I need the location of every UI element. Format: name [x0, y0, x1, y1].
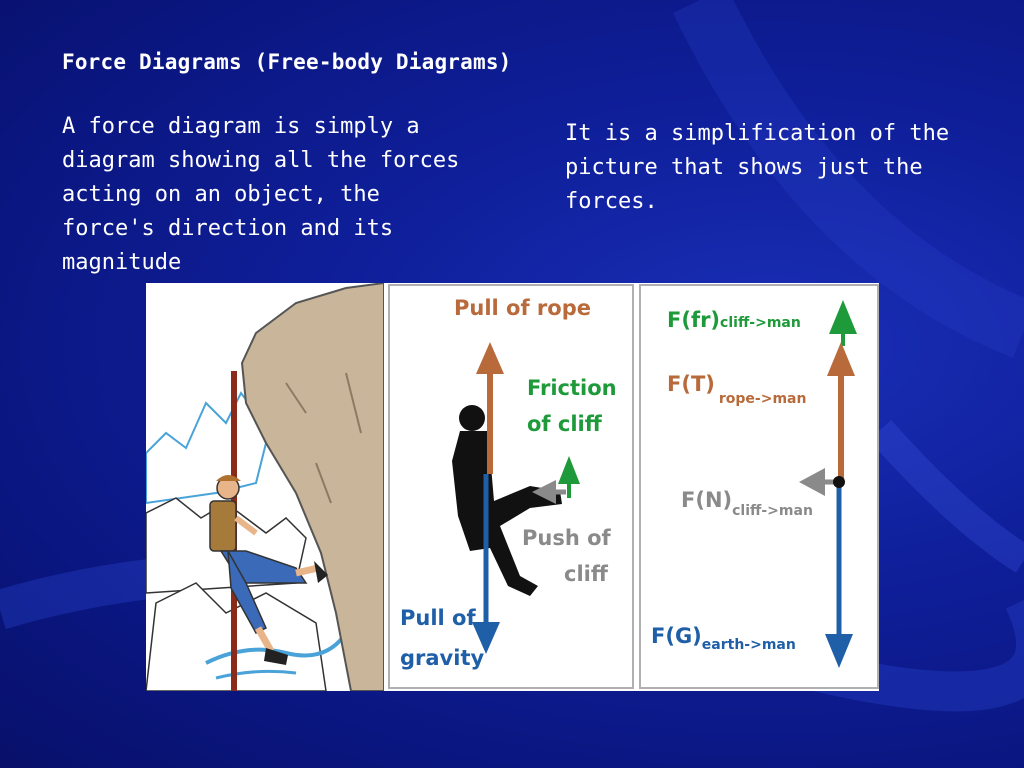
fbd-friction-label: F(fr)cliff->man: [667, 308, 801, 332]
free-body-art: [799, 300, 857, 668]
slide-title: Force Diagrams (Free-body Diagrams): [62, 50, 512, 74]
labeled-forces-panel: Pull of rope Friction of cliff Push of c…: [388, 284, 634, 689]
labeled-forces-art: [452, 342, 580, 654]
gravity-label-line2: gravity: [400, 646, 485, 670]
simplification-paragraph: It is a simplification of the picture th…: [565, 121, 950, 214]
friction-label-line1: Friction: [527, 376, 617, 400]
definition-paragraph: A force diagram is simply a diagram show…: [62, 114, 460, 275]
friction-arrow-head: [558, 456, 580, 484]
push-label-line2: cliff: [564, 562, 608, 586]
fbd-friction-head: [829, 300, 857, 334]
fbd-body-point: [833, 476, 845, 488]
fbd-gravity-label: F(G)earth->man: [651, 624, 796, 653]
climber-illustration: [145, 281, 385, 692]
friction-label-line2: of cliff: [527, 412, 602, 436]
push-label-line1: Push of: [522, 526, 611, 550]
fbd-tension-head: [827, 342, 855, 376]
push-arrow-head: [532, 480, 556, 504]
fbd-normal-label: F(N)cliff->man: [681, 488, 813, 519]
climber-illustration-art: [145, 281, 385, 692]
fbd-gravity-head: [825, 634, 853, 668]
rope-arrow-head: [476, 342, 504, 374]
gravity-arrow-head: [472, 622, 500, 654]
pull-of-rope-label: Pull of rope: [454, 296, 591, 320]
free-body-diagram-panel: F(fr)cliff->man F(T)rope->man F(N)cliff-…: [639, 284, 879, 689]
fbd-normal-head: [799, 468, 825, 496]
force-diagram-figure: Pull of rope Friction of cliff Push of c…: [145, 281, 879, 692]
gravity-label-line1: Pull of: [400, 606, 476, 630]
fbd-tension-label: F(T)rope->man: [667, 372, 807, 407]
